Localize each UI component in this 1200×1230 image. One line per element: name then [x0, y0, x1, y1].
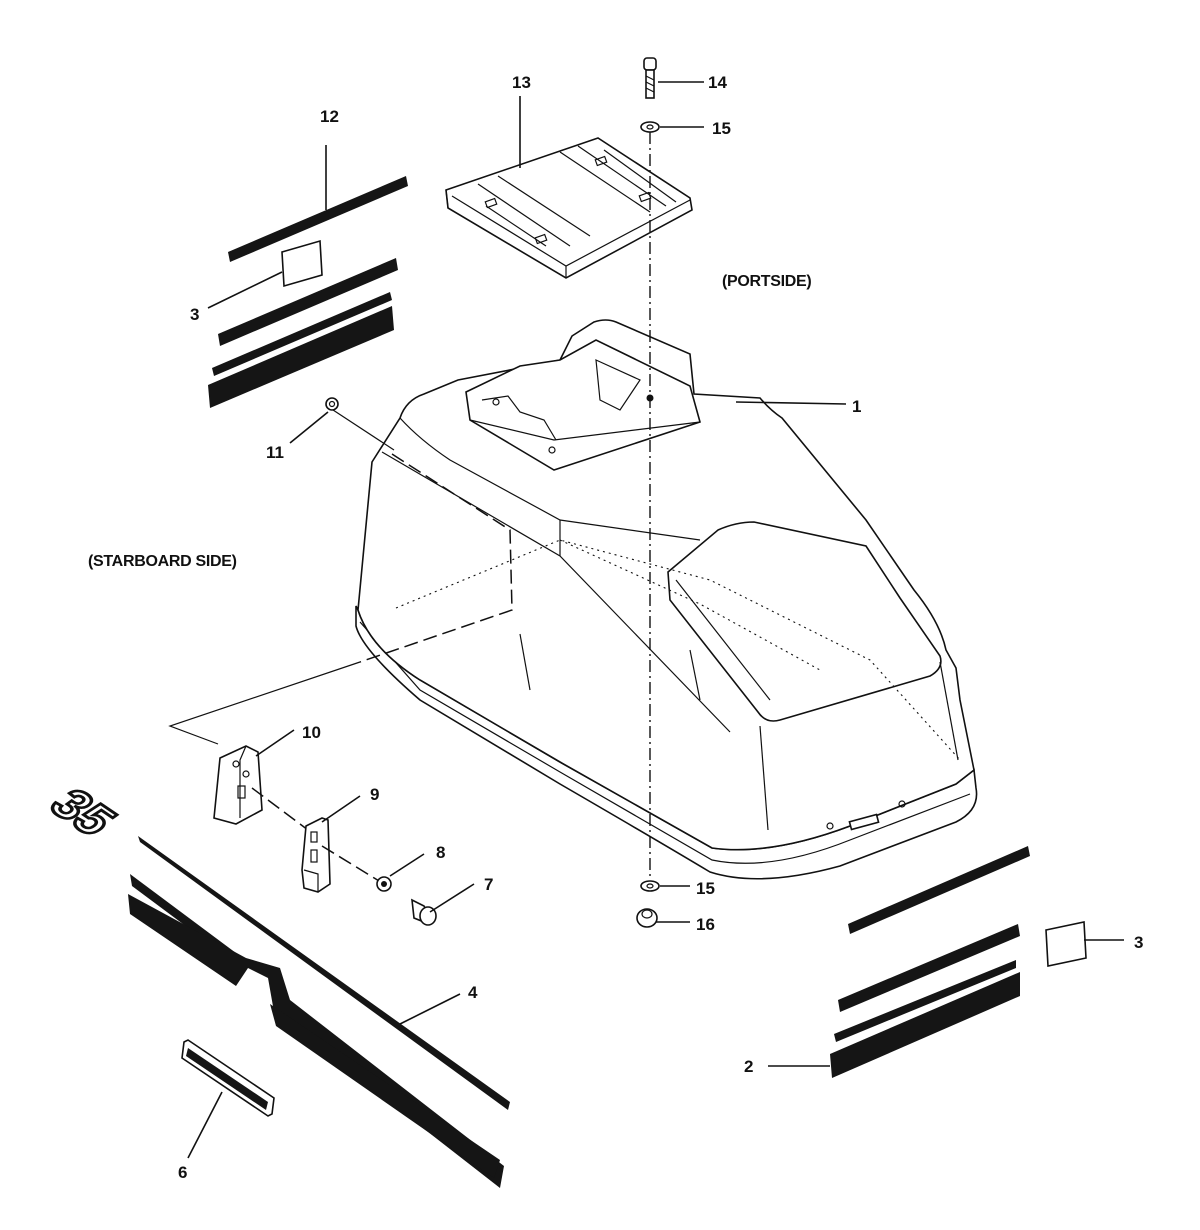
force-badge-part-6: FORCE — [181, 1039, 275, 1117]
screw-part-7 — [411, 898, 437, 926]
callout-13: 13 — [512, 73, 531, 92]
starboard-side-label: (STARBOARD SIDE) — [88, 553, 237, 570]
callout-15-top: 15 — [712, 119, 731, 138]
callout-10: 10 — [302, 723, 321, 742]
screw-part-11 — [325, 397, 339, 411]
nut-part-16 — [636, 908, 658, 928]
callout-11: 11 — [266, 443, 284, 462]
label-decal-portside — [1045, 921, 1087, 967]
callout-16: 16 — [696, 915, 715, 934]
bracket-part-10 — [213, 745, 263, 825]
callout-numbers: 12 13 14 15 3 11 1 10 9 8 7 15 16 3 4 2 … — [178, 73, 1143, 1182]
callout-8: 8 — [436, 843, 445, 862]
label-decal-starboard — [281, 239, 323, 288]
callout-12: 12 — [320, 107, 339, 126]
leader-lines — [187, 81, 1124, 1159]
stripe-decal-portside — [830, 846, 1030, 1078]
top-cover-plate — [445, 137, 693, 279]
callout-14: 14 — [708, 73, 727, 92]
callout-9: 9 — [370, 785, 379, 804]
stripe-decal-starboard-upper — [208, 176, 408, 408]
callout-4: 4 — [468, 983, 478, 1002]
callout-15-bottom: 15 — [696, 879, 715, 898]
washer-part-8 — [376, 876, 392, 892]
callout-6: 6 — [178, 1163, 187, 1182]
stripe-decal-starboard-lower — [128, 836, 510, 1188]
callout-1: 1 — [852, 397, 861, 416]
bolt-part-14 — [643, 57, 657, 99]
callout-3-portside: 3 — [1134, 933, 1143, 952]
callout-2: 2 — [744, 1057, 753, 1076]
washer-part-15-top — [640, 121, 660, 133]
portside-label: (PORTSIDE) — [722, 273, 811, 290]
washer-part-15-bottom — [640, 880, 660, 892]
callout-7: 7 — [484, 875, 493, 894]
callout-3-starboard: 3 — [190, 305, 199, 324]
model-number-decal: 35 — [38, 780, 129, 844]
engine-cowl — [355, 319, 978, 880]
latch-plate-part-9 — [301, 817, 331, 893]
